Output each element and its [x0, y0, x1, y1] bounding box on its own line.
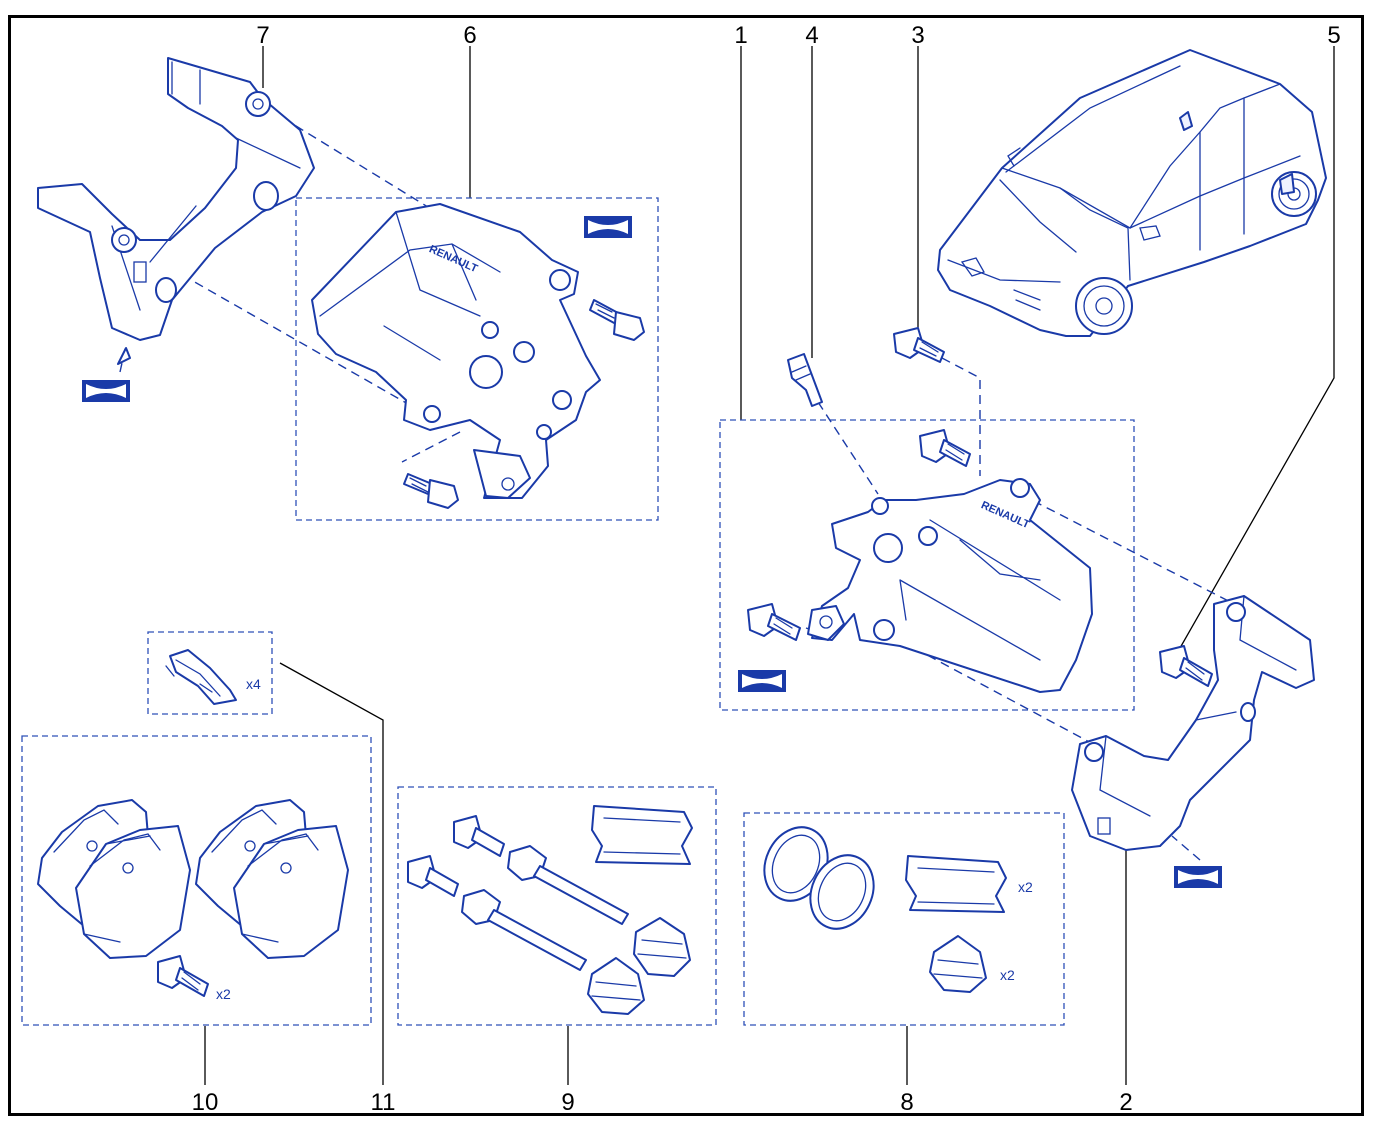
caliper-bolt-right-middle — [919, 429, 971, 467]
caliper-bolt-right-lower — [747, 603, 801, 641]
callout-labels: 7 6 1 4 3 5 10 11 9 8 2 — [192, 22, 1341, 1116]
kit-box-pads — [21, 735, 372, 1026]
new-part-icon — [584, 216, 632, 238]
kit-box-caliper-left — [295, 197, 659, 521]
qty-boot: x2 — [1000, 967, 1015, 983]
kit-box-guide-pins — [397, 786, 717, 1026]
callout-9: 9 — [561, 1089, 574, 1116]
callout-4: 4 — [805, 22, 818, 49]
pad-bolt: x2 — [157, 955, 231, 1002]
bleed-screw — [787, 353, 823, 407]
caliper-bolt-right-upper — [893, 327, 945, 363]
callout-2: 2 — [1119, 1089, 1132, 1116]
carrier-bracket-right — [1071, 595, 1315, 851]
kit-box-seals — [743, 812, 1065, 1026]
callout-10: 10 — [192, 1089, 219, 1116]
brake-caliper-left: RENAULT — [311, 203, 601, 499]
qty-clips: x4 — [246, 676, 261, 692]
qty-pad-bolts: x2 — [216, 986, 231, 1002]
leader-lines — [204, 46, 1335, 1085]
guide-pin-kit — [407, 805, 693, 1015]
callout-6: 6 — [463, 22, 476, 49]
kit-box-clips — [147, 631, 273, 715]
callout-1: 1 — [734, 22, 747, 49]
brake-pads-set-1 — [37, 799, 191, 959]
carrier-bolt-right — [1159, 645, 1213, 687]
car-illustration — [937, 49, 1327, 337]
piston-seal-kit: x2 x2 — [763, 826, 1033, 993]
brake-pads-set-2 — [195, 799, 349, 959]
new-part-icon — [1174, 866, 1222, 888]
callout-8: 8 — [900, 1089, 913, 1116]
new-part-symbols — [82, 216, 1222, 888]
brake-caliper-right: RENAULT — [807, 478, 1093, 693]
carrier-bracket-left — [37, 57, 315, 365]
new-part-icon — [82, 380, 130, 402]
kit-boxes — [21, 197, 1135, 1026]
callout-7: 7 — [256, 22, 269, 49]
callout-11: 11 — [371, 1089, 396, 1116]
callout-5: 5 — [1327, 22, 1340, 49]
callout-3: 3 — [911, 22, 924, 49]
qty-seal-sachet: x2 — [1018, 879, 1033, 895]
caliper-bolt-left-upper — [589, 299, 645, 341]
caliper-bolt-left-lower — [403, 473, 459, 509]
kit-box-caliper-right — [719, 419, 1135, 711]
diagram-frame — [8, 15, 1364, 1116]
new-part-icon — [738, 670, 786, 692]
pad-retaining-clips: x4 — [165, 649, 261, 705]
